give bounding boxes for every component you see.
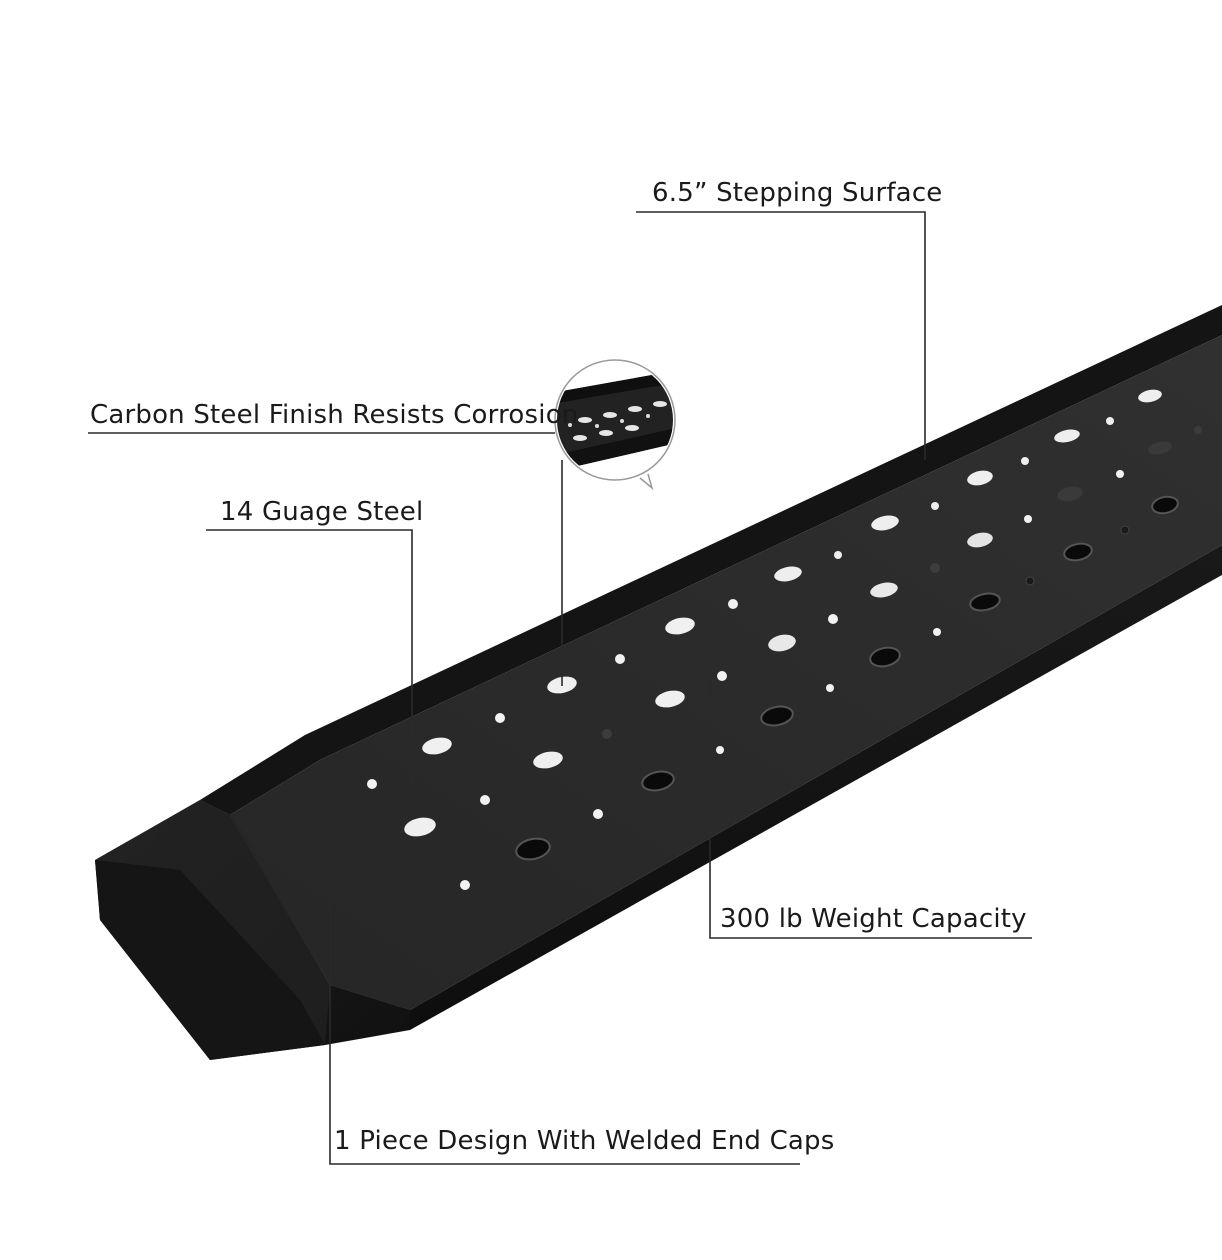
- hole: [495, 713, 505, 723]
- hole: [1116, 470, 1124, 478]
- hole: [933, 628, 941, 636]
- callout-finish: Carbon Steel Finish Resists Corrosion: [90, 400, 579, 430]
- hole: [593, 809, 603, 819]
- hole: [1057, 486, 1083, 502]
- leader-lines: [88, 211, 1032, 1165]
- hole: [1194, 426, 1202, 434]
- hole: [422, 737, 452, 755]
- hole: [930, 563, 940, 573]
- hole: [870, 582, 898, 598]
- hole: [1063, 542, 1093, 562]
- hole: [869, 646, 901, 668]
- hole: [967, 532, 993, 548]
- leader-weight: [709, 680, 1032, 939]
- hole: [1025, 576, 1035, 586]
- end-cap-face: [95, 860, 325, 1060]
- hole: [760, 705, 794, 727]
- hole: [828, 614, 838, 624]
- hole: [367, 779, 377, 789]
- hole: [1054, 429, 1080, 443]
- hole: [1120, 525, 1130, 535]
- hole: [716, 746, 724, 754]
- hole: [480, 795, 490, 805]
- zoom-detail: [554, 359, 676, 491]
- hole: [931, 502, 939, 510]
- hole: [1148, 441, 1172, 455]
- hole: [967, 470, 993, 486]
- hole: [533, 751, 563, 769]
- hole: [404, 817, 436, 837]
- hole: [460, 880, 470, 890]
- hole: [717, 671, 727, 681]
- hole: [826, 684, 834, 692]
- hole: [1021, 457, 1029, 465]
- hole: [515, 837, 551, 861]
- callout-weight-capacity: 300 lb Weight Capacity: [720, 904, 1027, 934]
- stepping-holes: [367, 389, 1202, 890]
- back-rail: [200, 305, 1222, 815]
- leader-gauge: [206, 529, 413, 783]
- hole: [615, 654, 625, 664]
- callout-gauge: 14 Guage Steel: [220, 497, 424, 527]
- hole: [641, 770, 675, 792]
- leader-design: [329, 906, 800, 1165]
- hole: [655, 690, 685, 708]
- hole: [1151, 495, 1179, 515]
- callout-stepping-surface: 6.5” Stepping Surface: [652, 178, 943, 208]
- leader-stepping-surface: [636, 211, 926, 460]
- hole: [728, 599, 738, 609]
- hole: [1106, 417, 1114, 425]
- hole: [834, 551, 842, 559]
- stepping-surface: [230, 335, 1222, 1010]
- hole: [774, 566, 802, 582]
- hole: [768, 634, 796, 652]
- hole: [665, 617, 695, 635]
- hole: [871, 515, 899, 531]
- hole: [1024, 515, 1032, 523]
- running-board-body: [95, 305, 1222, 1060]
- hole: [1138, 389, 1162, 403]
- callout-design: 1 Piece Design With Welded End Caps: [334, 1126, 835, 1156]
- hole: [602, 729, 612, 739]
- hole: [969, 592, 1001, 612]
- end-cap-top: [95, 800, 330, 1045]
